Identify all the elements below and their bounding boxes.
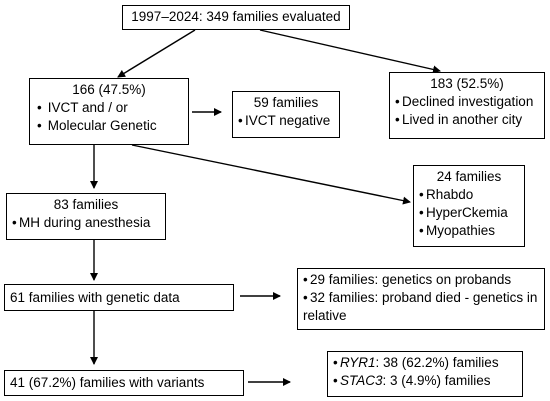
box-ivct-negative-item: •IVCT negative <box>238 112 334 130</box>
arrow-evaluated-to-tested <box>117 29 196 78</box>
box-ivct-negative: 59 families •IVCT negative <box>232 91 340 138</box>
bullet-glyph: • <box>37 100 42 115</box>
box-genetic-data-title: 61 families with genetic data <box>10 290 180 305</box>
box-mh-anesthesia: 83 families •MH during anesthesia <box>6 193 166 240</box>
box-mh-anesthesia-item: •MH during anesthesia <box>12 214 160 232</box>
box-genetics-source-item: •32 families: proband died - genetics in… <box>303 289 539 325</box>
box-tested-item: • IVCT and / or <box>35 99 183 117</box>
box-mh-anesthesia-item-text: MH during anesthesia <box>19 215 151 230</box>
box-genetics-source-item: •29 families: genetics on probands <box>303 271 539 289</box>
bullet-glyph: • <box>419 223 424 238</box>
box-other-phenotypes-item: •Myopathies <box>419 222 519 240</box>
bullet-glyph: • <box>12 215 17 230</box>
arrow-evaluated-to-not-investigated <box>259 29 441 74</box>
box-tested-item-text: Molecular Genetic <box>47 118 157 133</box>
box-tested-item: • Molecular Genetic <box>35 117 183 135</box>
box-genetics-source-item-text: 29 families: genetics on probands <box>310 272 512 287</box>
box-genetic-data: 61 families with genetic data <box>4 284 234 311</box>
box-other-phenotypes-item-text: Rhabdo <box>426 187 474 202</box>
bullet-glyph: • <box>303 290 308 305</box>
gene-name: RYR1 <box>340 355 376 370</box>
gene-name: STAC3 <box>340 373 383 388</box>
box-tested: 166 (47.5%) • IVCT and / or • Molecular … <box>29 78 189 145</box>
bullet-glyph: • <box>333 355 338 370</box>
box-variants-title: 41 (67.2%) families with variants <box>10 375 205 390</box>
box-not-investigated-item: •Lived in another city <box>395 111 539 129</box>
box-tested-item-text: IVCT and / or <box>47 100 128 115</box>
box-not-investigated-title: 183 (52.5%) <box>430 76 504 91</box>
box-families-evaluated-title: 1997–2024: 349 families evaluated <box>131 9 341 24</box>
bullet-glyph: • <box>303 272 308 287</box>
box-ivct-negative-item-text: IVCT negative <box>245 113 331 128</box>
bullet-glyph: • <box>395 94 400 109</box>
box-genetics-source: •29 families: genetics on probands •32 f… <box>297 268 545 330</box>
bullet-glyph: • <box>395 112 400 127</box>
arrow-tested-to-other-phenotypes <box>131 144 411 205</box>
box-ivct-negative-title: 59 families <box>253 95 319 110</box>
box-genetics-source-item-text: 32 families: proband died - genetics in … <box>303 290 538 323</box>
bullet-glyph: • <box>419 205 424 220</box>
bullet-glyph: • <box>419 187 424 202</box>
bullet-glyph: • <box>37 118 42 133</box>
box-not-investigated: 183 (52.5%) •Declined investigation •Liv… <box>389 72 545 139</box>
box-tested-title: 166 (47.5%) <box>72 82 146 97</box>
box-not-investigated-item: •Declined investigation <box>395 93 539 111</box>
box-other-phenotypes-title: 24 families <box>436 169 502 184</box>
box-mh-anesthesia-title: 83 families <box>53 197 119 212</box>
box-not-investigated-item-text: Declined investigation <box>402 94 534 109</box>
bullet-glyph: • <box>238 113 243 128</box>
box-other-phenotypes-item-text: Myopathies <box>426 223 496 238</box>
box-other-phenotypes-item: •Rhabdo <box>419 186 519 204</box>
box-variants: 41 (67.2%) families with variants <box>4 370 244 396</box>
gene-row-ryr1: •RYR1: 38 (62.2%) families <box>333 354 517 372</box>
gene-row-stac3: •STAC3: 3 (4.9%) families <box>333 372 517 390</box>
gene-count: : 38 (62.2%) families <box>375 355 499 370</box>
box-families-evaluated: 1997–2024: 349 families evaluated <box>122 5 350 30</box>
box-other-phenotypes: 24 families •Rhabdo •HyperCkemia •Myopat… <box>413 165 525 247</box>
gene-count: : 3 (4.9%) families <box>382 373 491 388</box>
box-genes: •RYR1: 38 (62.2%) families •STAC3: 3 (4.… <box>327 351 523 397</box>
box-other-phenotypes-item: •HyperCkemia <box>419 204 519 222</box>
box-not-investigated-item-text: Lived in another city <box>402 112 523 127</box>
box-other-phenotypes-item-text: HyperCkemia <box>426 205 508 220</box>
bullet-glyph: • <box>333 373 338 388</box>
